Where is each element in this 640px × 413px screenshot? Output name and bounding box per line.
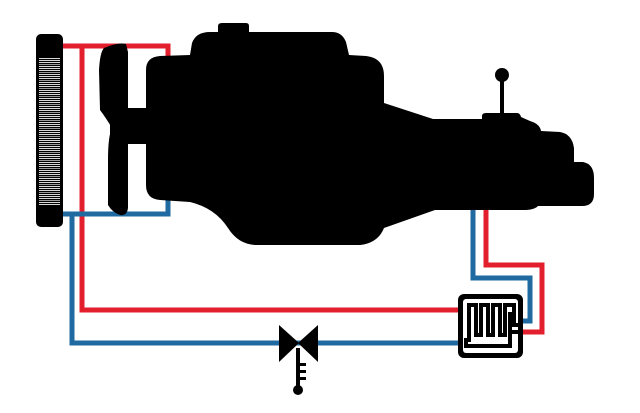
radiator-fin — [39, 74, 60, 75]
radiator-fin — [39, 76, 60, 77]
radiator-icon — [36, 34, 63, 227]
radiator-fin — [39, 162, 60, 163]
radiator-fin — [39, 172, 60, 173]
radiator-fin — [39, 184, 60, 185]
cold-line-transmission — [470, 205, 533, 324]
gear-shifter-icon — [495, 68, 509, 115]
radiator-fin — [39, 72, 60, 73]
radiator-fin — [39, 94, 60, 95]
radiator-fin — [39, 164, 60, 165]
radiator-fin — [39, 92, 60, 93]
radiator-fin — [39, 196, 60, 197]
radiator-fin — [39, 70, 60, 71]
radiator-fin — [39, 152, 60, 153]
radiator-fin — [39, 120, 60, 121]
radiator-fin — [39, 166, 60, 167]
radiator-fin — [39, 96, 60, 97]
thermostatic-valve-icon — [279, 325, 318, 362]
radiator-fin — [39, 58, 60, 59]
radiator-fin — [39, 146, 60, 147]
radiator-fin — [39, 194, 60, 195]
radiator-fin — [39, 88, 60, 89]
radiator-fin — [39, 122, 60, 123]
radiator-fin — [39, 98, 60, 99]
radiator-fin — [39, 100, 60, 101]
heat-exchanger-icon — [458, 294, 523, 358]
radiator-fin — [39, 124, 60, 125]
radiator-fin — [39, 160, 60, 161]
radiator-fin — [39, 134, 60, 135]
radiator-fin — [39, 104, 60, 105]
radiator-fin — [39, 128, 60, 129]
radiator-fin — [39, 84, 60, 85]
radiator-fin — [39, 174, 60, 175]
radiator-fin — [39, 192, 60, 193]
hot-line-transmission — [483, 205, 545, 335]
radiator-fin — [39, 110, 60, 111]
radiator-fin — [39, 68, 60, 69]
radiator-fin — [39, 82, 60, 83]
radiator-fin — [39, 182, 60, 183]
radiator-fin — [39, 168, 60, 169]
radiator-fin — [39, 190, 60, 191]
radiator-fin — [39, 90, 60, 91]
radiator-fin — [39, 186, 60, 187]
radiator-fin — [39, 80, 60, 81]
radiator-fin — [39, 86, 60, 87]
radiator-fin — [39, 170, 60, 171]
radiator-fin — [39, 66, 60, 67]
radiator-fin — [39, 130, 60, 131]
cold-line-bottom — [60, 198, 171, 217]
radiator-fin — [39, 204, 60, 205]
radiator-fin — [39, 102, 60, 103]
radiator-fin — [39, 198, 60, 199]
radiator-fin — [39, 108, 60, 109]
radiator-fin — [39, 142, 60, 143]
radiator-fin — [39, 112, 60, 113]
radiator-fin — [39, 158, 60, 159]
radiator-fin — [39, 180, 60, 181]
fan-icon — [99, 43, 150, 216]
radiator-fin — [39, 64, 60, 65]
radiator-fin — [39, 202, 60, 203]
radiator-fin — [39, 156, 60, 157]
radiator-fin — [39, 78, 60, 79]
radiator-fin — [39, 136, 60, 137]
radiator-fin — [39, 148, 60, 149]
radiator-fin — [39, 114, 60, 115]
radiator-fin — [39, 126, 60, 127]
thermometer-icon — [293, 348, 306, 395]
radiator-fin — [39, 150, 60, 151]
engine-transmission-icon — [146, 23, 594, 245]
radiator-fin — [39, 138, 60, 139]
radiator-fin — [39, 154, 60, 155]
radiator-fin — [39, 118, 60, 119]
radiator-fin — [39, 144, 60, 145]
radiator-fin — [39, 106, 60, 107]
radiator-fin — [39, 62, 60, 63]
hot-line-main — [79, 46, 460, 313]
radiator-fin — [39, 116, 60, 117]
radiator-fin — [39, 140, 60, 141]
radiator-fin — [39, 132, 60, 133]
pipes — [60, 43, 545, 346]
radiator-fin — [39, 176, 60, 177]
cold-line-main — [69, 214, 460, 346]
radiator-fin — [39, 60, 60, 61]
radiator-fin — [39, 188, 60, 189]
hot-line-top — [60, 43, 171, 60]
radiator-fin — [39, 178, 60, 179]
radiator-fin — [39, 200, 60, 201]
